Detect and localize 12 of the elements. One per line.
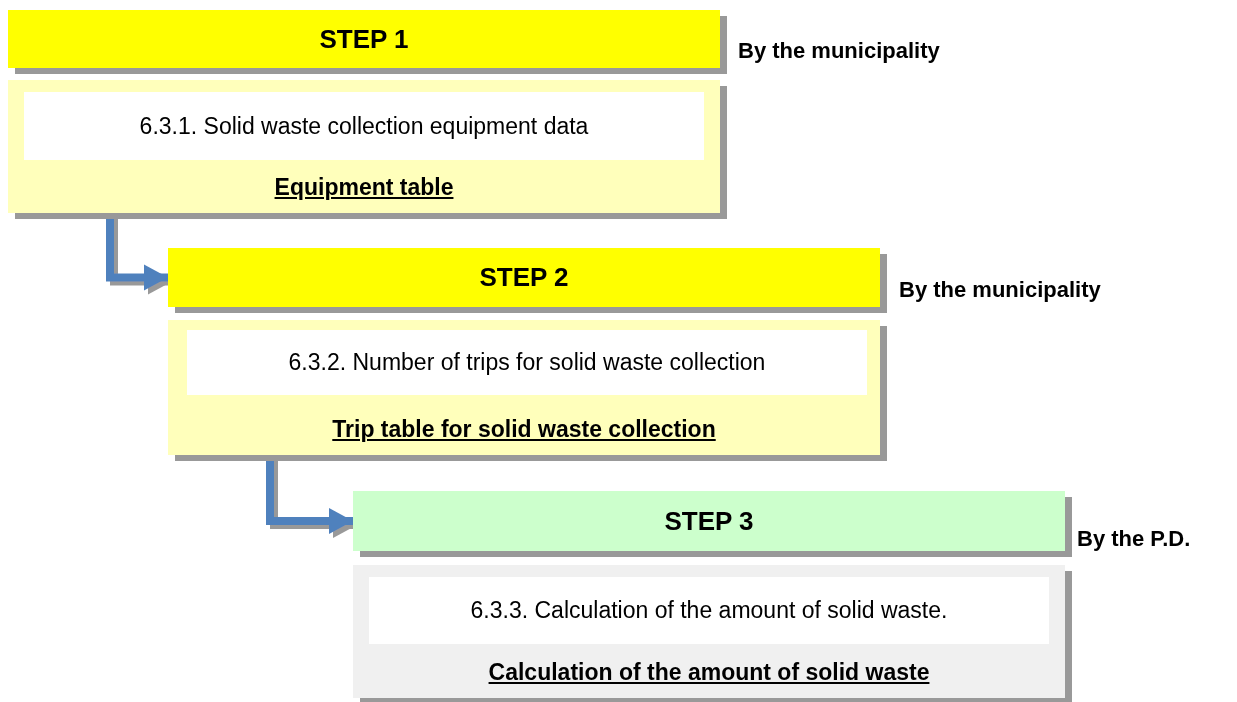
table-title: Equipment table (273, 174, 455, 201)
table-title: Trip table for solid waste collection (331, 416, 717, 443)
responsible-party-label: By the municipality (899, 277, 1101, 303)
responsible-party-label: By the P.D. (1077, 526, 1191, 552)
item-box: 6.3.1. Solid waste collection equipment data (24, 92, 704, 160)
table-title: Calculation of the amount of solid waste (487, 659, 931, 686)
item-box: 6.3.2. Number of trips for solid waste collection (187, 330, 867, 395)
item-box: 6.3.3. Calculation of the amount of solid waste. (369, 577, 1049, 644)
responsible-party-label: By the municipality (738, 38, 940, 64)
step-title: STEP 2 (479, 262, 569, 293)
step-title: STEP 3 (664, 505, 754, 537)
step-title: STEP 1 (319, 23, 409, 55)
